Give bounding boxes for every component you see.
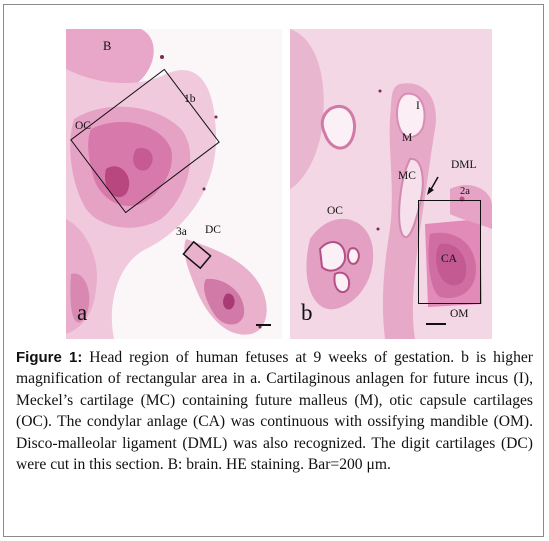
micrograph-panel-a — [66, 29, 282, 339]
figure-frame: B OC 1b 3a DC a I M MC DML 2a OC CA OM b… — [3, 4, 544, 537]
label-dc: DC — [205, 224, 221, 236]
label-mc: MC — [398, 170, 416, 182]
inset-rect-2a — [418, 200, 481, 304]
label-dml: DML — [451, 159, 477, 171]
label-brain: B — [103, 39, 112, 53]
label-incus: I — [416, 100, 420, 112]
label-ca: CA — [441, 253, 457, 265]
panel-letter-b: b — [301, 300, 313, 325]
label-1b: 1b — [184, 93, 196, 105]
micrograph-b-image — [290, 29, 492, 339]
caption-text: Head region of human fetuses at 9 weeks … — [16, 349, 533, 474]
label-om: OM — [450, 308, 469, 320]
figure-label: Figure 1: — [16, 349, 83, 366]
label-3a: 3a — [176, 226, 187, 238]
figure-caption: Figure 1: Head region of human fetuses a… — [16, 347, 533, 475]
label-oc-b: OC — [327, 205, 343, 217]
label-2a: 2a — [460, 186, 470, 197]
label-malleus: M — [402, 132, 413, 144]
micrograph-panel-b — [290, 29, 492, 339]
label-oc-a: OC — [75, 120, 91, 132]
micrograph-a-image — [66, 29, 282, 339]
panel-letter-a: a — [77, 300, 88, 325]
